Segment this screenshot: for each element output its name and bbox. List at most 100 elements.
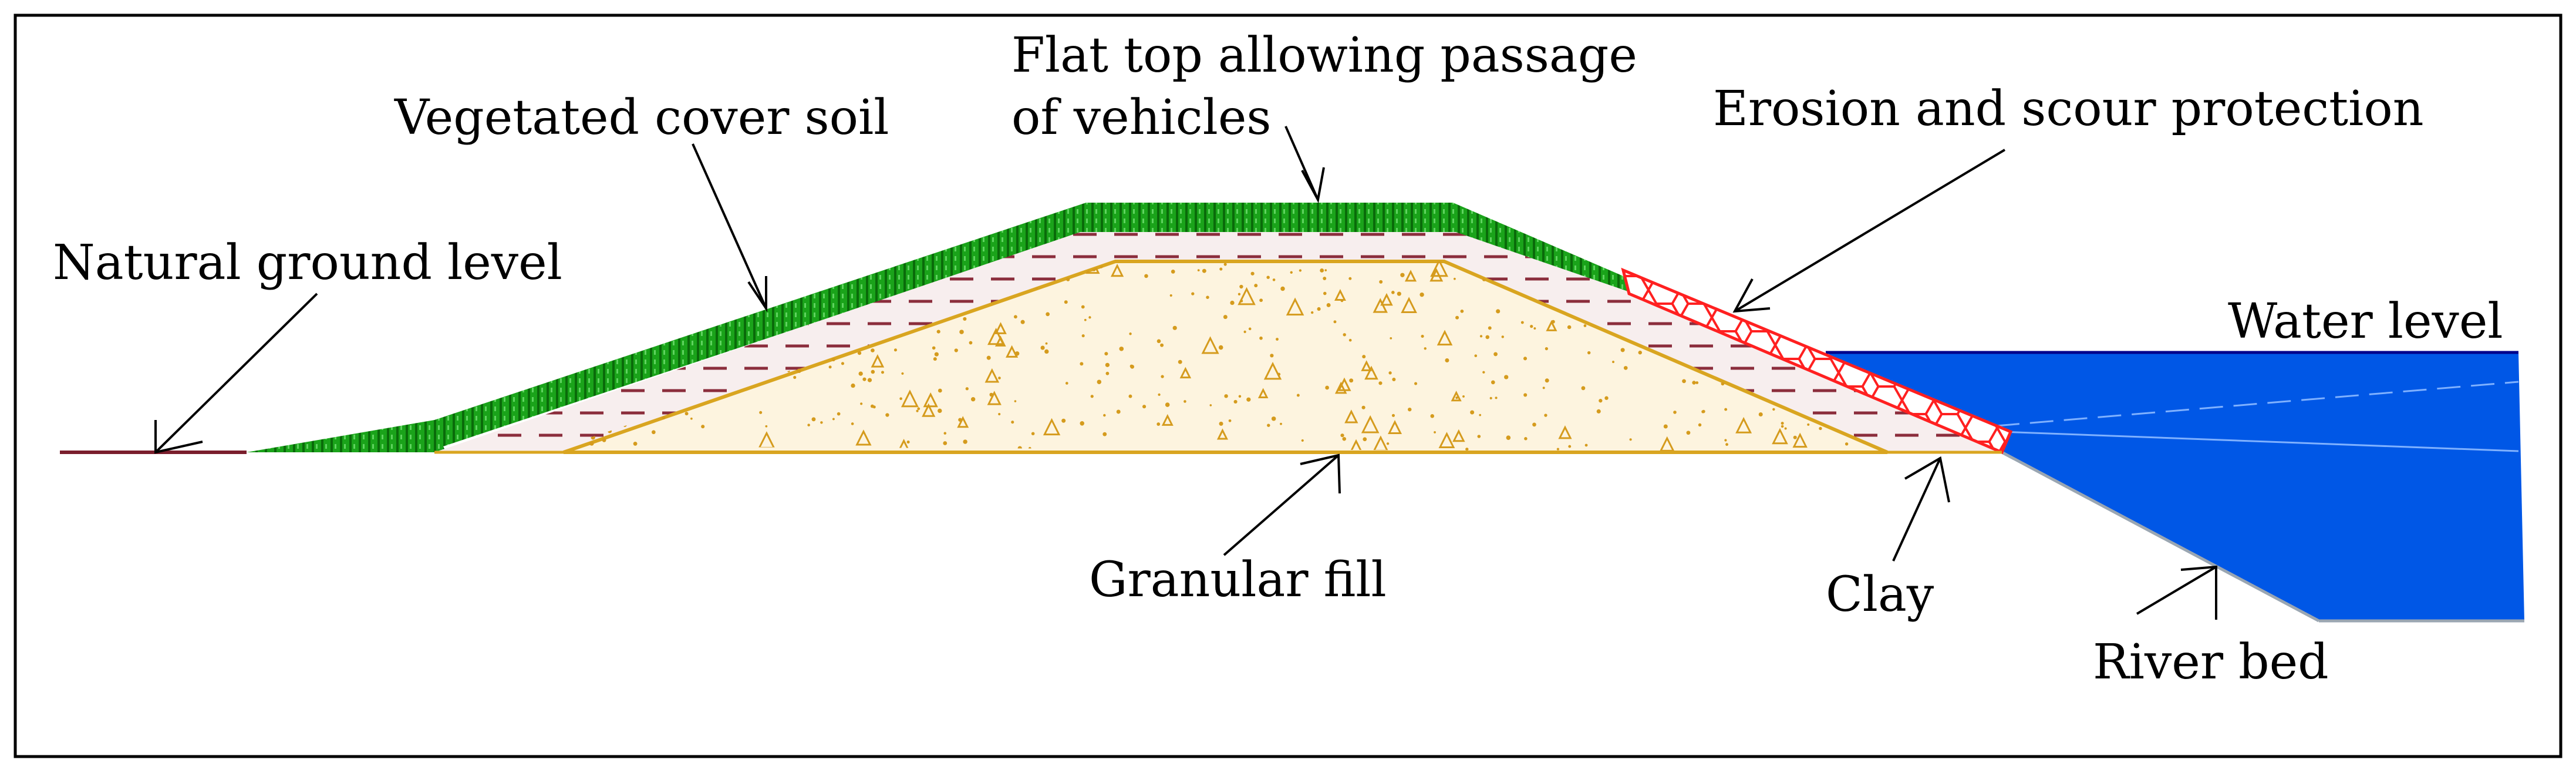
granular-speck [1325, 385, 1329, 390]
granular-speck [1129, 332, 1132, 335]
granular-speck [965, 387, 969, 391]
granular-speck [1228, 419, 1232, 422]
clay-leader [1892, 458, 1941, 562]
granular-speck [1239, 284, 1243, 289]
granular-speck [1243, 330, 1246, 334]
granular-speck [1130, 364, 1135, 369]
granular-aggregate [711, 283, 724, 296]
granular-speck [1400, 273, 1405, 277]
granular-aggregate [647, 312, 662, 327]
granular-speck [1230, 300, 1235, 305]
granular-speck [831, 358, 835, 362]
diagram-frame [14, 14, 2562, 758]
granular-speck [630, 333, 635, 338]
granular-speck [1320, 268, 1324, 273]
granular-speck [1819, 426, 1822, 431]
clay-label: Clay [1826, 567, 1934, 623]
granular-speck [871, 369, 875, 374]
granular-speck [1813, 296, 1818, 301]
granular-aggregate [1216, 428, 1228, 440]
granular-aggregate [1388, 420, 1402, 434]
granular-aggregate [1361, 415, 1380, 433]
granular-speck [1845, 442, 1849, 446]
granular-speck [963, 439, 967, 444]
granular-speck [1581, 386, 1586, 391]
granular-speck [1455, 396, 1458, 399]
granular-aggregate [923, 392, 938, 408]
granular-speck [667, 329, 670, 331]
granular-speck [746, 290, 749, 293]
granular-speck [1465, 448, 1469, 451]
granular-speck [1266, 275, 1270, 279]
granular-aggregate [565, 312, 582, 330]
granular-speck [1482, 371, 1485, 374]
granular-speck [1839, 325, 1842, 329]
granular-speck [839, 280, 841, 283]
granular-aggregate [1006, 345, 1019, 358]
granular-speck [1758, 412, 1763, 416]
granular-speck [1084, 318, 1087, 321]
granular-speck [969, 341, 973, 345]
granular-speck [1584, 443, 1588, 447]
natural-ground-leader [154, 293, 318, 453]
granular-speck [1532, 422, 1536, 427]
granular-speck [1378, 381, 1383, 385]
granular-speck [1556, 448, 1560, 451]
natural-ground-arrow [154, 420, 203, 454]
granular-speck [644, 299, 648, 303]
granular-speck [577, 272, 581, 276]
granular-speck [612, 343, 616, 348]
granular-speck [901, 372, 904, 375]
granular-speck [1533, 327, 1536, 330]
granular-speck [1420, 292, 1424, 297]
granular-speck [1246, 397, 1251, 402]
granular-aggregate [1373, 298, 1388, 313]
granular-speck [619, 284, 623, 289]
granular-speck [1324, 269, 1327, 271]
granular-speck [1224, 394, 1228, 398]
granular-speck [970, 397, 976, 402]
granular-speck [728, 274, 731, 278]
granular-speck [1501, 335, 1504, 338]
granular-speck [906, 440, 910, 444]
granular-speck [1379, 280, 1383, 284]
granular-speck [1460, 309, 1464, 313]
erosion-label: Erosion and scour protection [1713, 81, 2424, 137]
granular-speck [943, 441, 948, 445]
river-bed-arrow [2180, 565, 2217, 620]
granular-aggregate [1334, 289, 1346, 301]
granular-speck [841, 362, 845, 365]
granular-speck [1434, 431, 1436, 433]
granular-speck [1828, 287, 1831, 291]
granular-speck [1361, 405, 1365, 409]
granular-speck [1277, 372, 1281, 376]
granular-fill-arrow [1300, 453, 1341, 494]
granular-speck [574, 288, 577, 291]
granular-speck [1363, 437, 1367, 442]
natural-ground-label: Natural ground level [53, 235, 562, 291]
granular-speck [1172, 325, 1177, 330]
granular-speck [1696, 271, 1699, 274]
granular-speck [564, 361, 568, 365]
granular-speck [1280, 422, 1282, 425]
granular-speck [1388, 371, 1392, 375]
granular-speck [1276, 338, 1279, 341]
granular-speck [1238, 293, 1241, 295]
granular-aggregate [1161, 414, 1174, 426]
granular-speck [851, 422, 854, 425]
granular-speck [1343, 333, 1346, 337]
granular-speck [717, 271, 721, 275]
granular-speck [1453, 277, 1456, 280]
granular-speck [989, 392, 993, 397]
granular-aggregate [695, 289, 710, 304]
granular-speck [1340, 433, 1344, 438]
granular-speck [1786, 269, 1789, 273]
granular-speck [1698, 423, 1702, 427]
granular-aggregate [871, 354, 885, 368]
granular-speck [1524, 437, 1528, 441]
granular-speck [1864, 301, 1869, 305]
granular-speck [1722, 292, 1727, 297]
granular-speck [1317, 307, 1321, 311]
granular-speck [1530, 324, 1533, 328]
granular-speck [1080, 421, 1084, 426]
